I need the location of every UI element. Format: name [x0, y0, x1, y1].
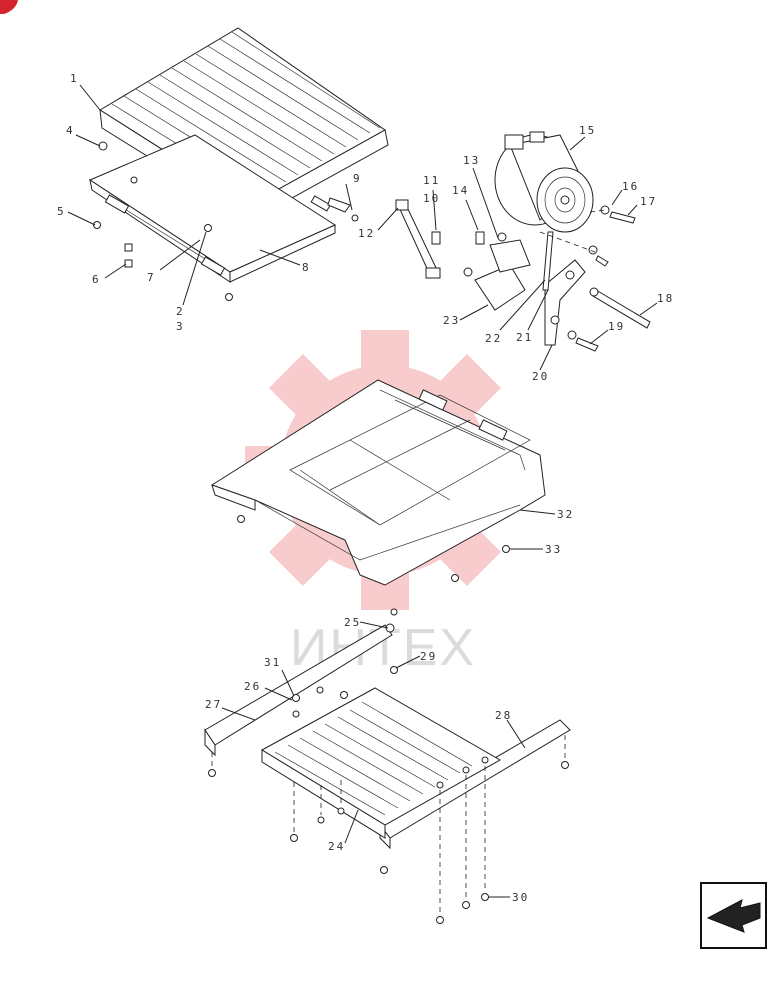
callout-30: 30 [512, 891, 529, 904]
hood-assembly [88, 27, 389, 301]
callouts-hood: 1 4 5 6 7 2 3 8 9 [57, 72, 362, 333]
callout-21: 21 [516, 331, 533, 344]
callout-32: 32 [557, 508, 574, 521]
callout-13: 13 [463, 154, 480, 167]
callout-27: 27 [205, 698, 222, 711]
callout-3: 3 [176, 320, 185, 333]
corner-badge-icon [0, 0, 18, 14]
callout-11: 11 [423, 174, 440, 187]
callout-16: 16 [622, 180, 639, 193]
callouts-compressor: 15 13 14 11 10 12 16 17 18 19 20 21 22 2… [358, 124, 674, 383]
compressor-assembly [395, 131, 651, 352]
callout-17: 17 [640, 195, 657, 208]
callout-5: 5 [57, 205, 66, 218]
callout-19: 19 [608, 320, 625, 333]
leader-lines-roof [510, 509, 556, 550]
leader-lines-hood [67, 84, 353, 306]
callout-8: 8 [302, 261, 311, 274]
nav-back-button[interactable] [700, 882, 767, 949]
arrow-left-icon [706, 899, 761, 933]
callout-26: 26 [244, 680, 261, 693]
callout-28: 28 [495, 709, 512, 722]
callout-31: 31 [264, 656, 281, 669]
callout-12: 12 [358, 227, 375, 240]
callout-25: 25 [344, 616, 361, 629]
roof-panel-assembly [210, 379, 546, 586]
callout-15: 15 [579, 124, 596, 137]
callout-22: 22 [485, 332, 502, 345]
callout-7: 7 [147, 271, 156, 284]
leader-lines-condenser [221, 621, 526, 898]
callout-4: 4 [66, 124, 75, 137]
callout-10: 10 [423, 192, 440, 205]
callouts-condenser: 25 29 31 26 27 28 24 30 [205, 616, 529, 904]
callout-2: 2 [176, 305, 185, 318]
callout-1: 1 [70, 72, 79, 85]
callout-6: 6 [92, 273, 101, 286]
condenser-assembly [204, 608, 571, 924]
callout-29: 29 [420, 650, 437, 663]
callout-14: 14 [452, 184, 469, 197]
callout-9: 9 [353, 172, 362, 185]
callout-33: 33 [545, 543, 562, 556]
callout-20: 20 [532, 370, 549, 383]
callout-23: 23 [443, 314, 460, 327]
callouts-roof: 32 33 [545, 508, 574, 556]
callout-24: 24 [328, 840, 345, 853]
callout-18: 18 [657, 292, 674, 305]
leader-lines-compressor [377, 136, 658, 371]
